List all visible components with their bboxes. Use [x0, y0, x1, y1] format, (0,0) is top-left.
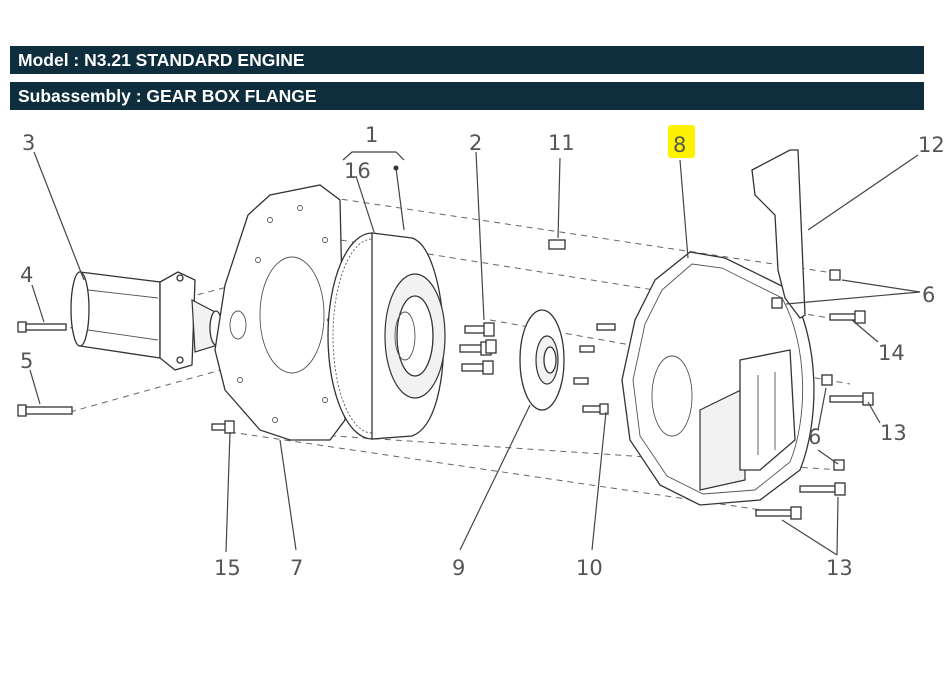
flywheel-bolts: [459, 322, 497, 375]
callout-6-upper: 6: [922, 283, 935, 307]
model-title-bar: Model : N3.21 STANDARD ENGINE: [10, 46, 924, 74]
callout-8: 8: [673, 133, 686, 157]
callout-1: 1: [365, 123, 378, 147]
callout-labels: 1 2 3 4 5 6 6 7 8 9 10 11 12 13 13 14 15…: [20, 123, 945, 580]
callout-8-highlight: [668, 125, 695, 158]
callout-5: 5: [20, 349, 33, 373]
bolt-4: [17, 321, 67, 333]
callout-13-lower: 13: [826, 556, 853, 580]
callout-14: 14: [878, 341, 905, 365]
callout-15: 15: [214, 556, 241, 580]
cover-plate: [751, 149, 806, 319]
callout-13-upper: 13: [880, 421, 907, 445]
subassembly-title-bar: Subassembly : GEAR BOX FLANGE: [10, 82, 924, 110]
bell-housing: [621, 251, 815, 506]
starter-motor: [70, 271, 223, 371]
adapter-plate: [214, 184, 346, 441]
bolts-13-14-15: [211, 310, 874, 520]
callout-2: 2: [469, 131, 482, 155]
drive-plate: [519, 309, 565, 411]
callout-4: 4: [20, 263, 33, 287]
callout-11: 11: [548, 131, 575, 155]
callout-3: 3: [22, 131, 35, 155]
housing-bolts: [573, 323, 616, 415]
callout-6-lower: 6: [808, 425, 821, 449]
callout-16: 16: [344, 159, 371, 183]
callout-9: 9: [452, 556, 465, 580]
model-title: Model : N3.21 STANDARD ENGINE: [18, 50, 305, 70]
subassembly-title: Subassembly : GEAR BOX FLANGE: [18, 86, 317, 106]
callout-10: 10: [576, 556, 603, 580]
dowel-pin: [548, 239, 566, 250]
bolt-5: [17, 404, 73, 417]
nuts: [771, 269, 845, 471]
callout-12: 12: [918, 133, 945, 157]
flywheel: [327, 232, 446, 440]
leader-lines: [29, 151, 921, 556]
callout-7: 7: [290, 556, 303, 580]
